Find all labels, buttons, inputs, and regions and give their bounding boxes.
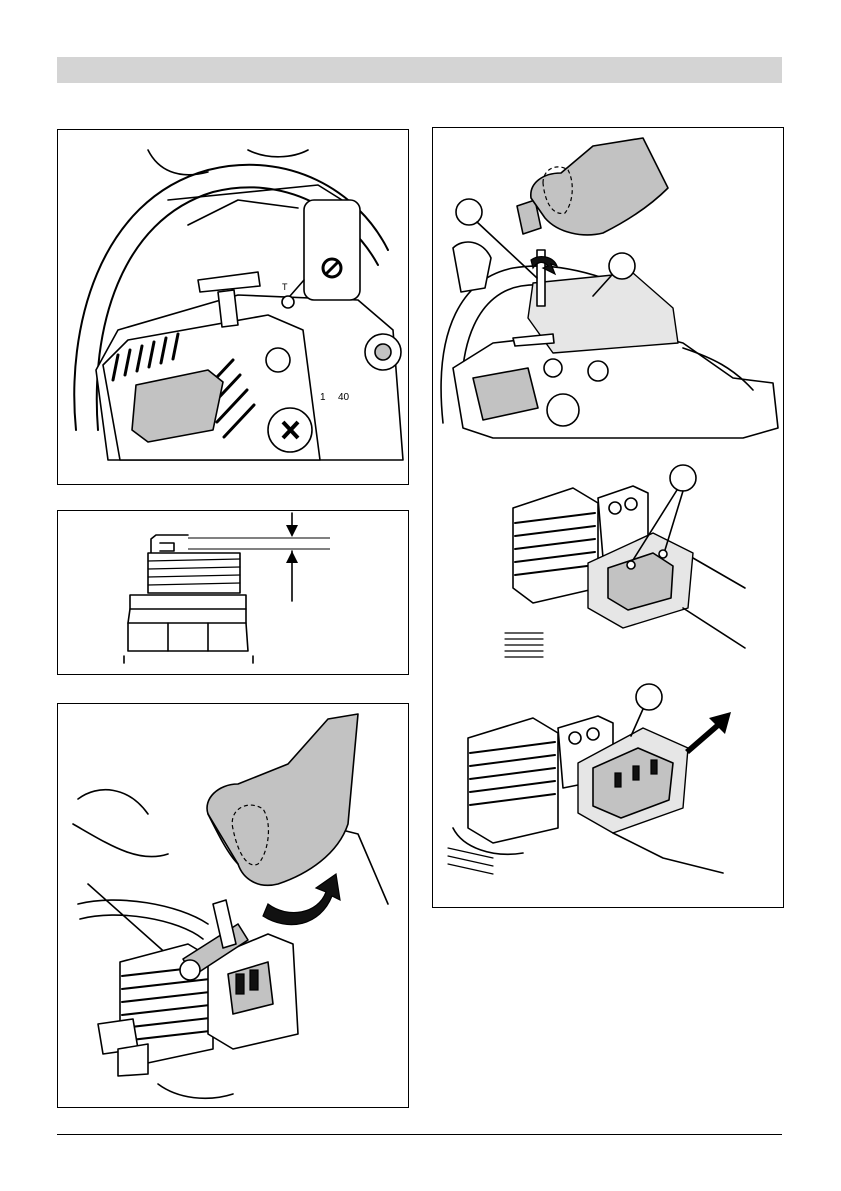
section-header-bar bbox=[57, 57, 782, 83]
scale-label-40: 40 bbox=[338, 392, 350, 403]
callout-cover bbox=[609, 253, 635, 279]
figure-plug-removal bbox=[57, 703, 409, 1108]
figure-cover-removal bbox=[432, 127, 784, 908]
lift-arrow-icon bbox=[685, 712, 731, 754]
figure-spark-plug-gap bbox=[57, 510, 409, 675]
callout-filter bbox=[636, 684, 662, 710]
figure-chainsaw-side-view: T 1 40 bbox=[57, 129, 409, 485]
plug-removal-illustration bbox=[58, 704, 408, 1107]
scale-label-1: 1 bbox=[320, 392, 326, 403]
cover-removal-illustration bbox=[433, 128, 783, 907]
callout-filter-clips bbox=[670, 465, 696, 491]
callout-screw bbox=[456, 199, 482, 225]
footer-rule bbox=[57, 1134, 782, 1135]
chainsaw-side-illustration: T 1 40 bbox=[58, 130, 408, 484]
switch-label: T bbox=[282, 282, 288, 292]
spark-plug-illustration bbox=[58, 511, 408, 674]
